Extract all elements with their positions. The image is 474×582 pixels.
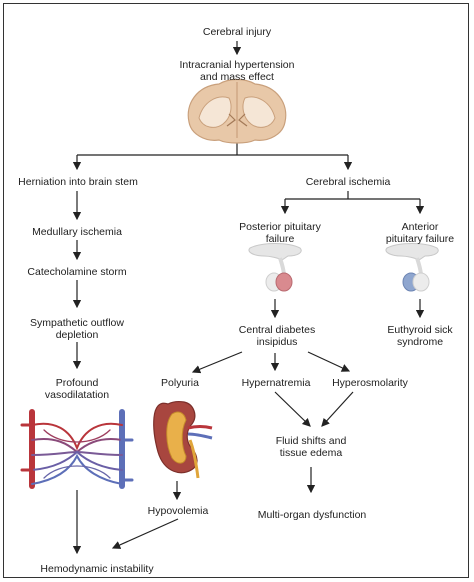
node-medullary-ischemia: Medullary ischemia — [32, 226, 122, 238]
node-hypernatremia: Hypernatremia — [241, 377, 311, 389]
node-catecholamine-storm: Catecholamine storm — [27, 266, 127, 278]
node-hyperosmolarity: Hyperosmolarity — [332, 377, 408, 389]
anterior-pituitary-icon — [385, 243, 439, 292]
node-profound-vasodilatation: Profound vasodilatation — [44, 377, 110, 401]
node-intracranial-hypertension: Intracranial hypertension and mass effec… — [179, 59, 295, 83]
diagram-border — [3, 3, 469, 578]
node-multi-organ: Multi-organ dysfunction — [257, 509, 367, 521]
arrow-di-to-polyuria — [191, 351, 243, 374]
node-fluid-shifts: Fluid shifts and tissue edema — [275, 435, 347, 459]
node-posterior-pituitary: Posterior pituitary failure — [239, 221, 321, 245]
node-anterior-pituitary: Anterior pituitary failure — [385, 221, 455, 245]
node-central-diabetes-insipidus: Central diabetes insipidus — [238, 324, 316, 348]
arrow-hypovolemia-to-hemodynamic — [111, 518, 179, 549]
node-polyuria: Polyuria — [161, 377, 199, 389]
brain-icon — [187, 78, 287, 144]
arrow-hyperosmolarity-to-fluid — [321, 391, 354, 427]
vessel-network-icon — [20, 409, 134, 489]
posterior-pituitary-icon — [248, 243, 302, 292]
node-hypovolemia: Hypovolemia — [147, 505, 209, 517]
node-hemodynamic-instability: Hemodynamic instability — [40, 563, 154, 575]
node-cerebral-injury: Cerebral injury — [202, 26, 272, 38]
node-cerebral-ischemia: Cerebral ischemia — [305, 176, 391, 188]
node-euthyroid-sick: Euthyroid sick syndrome — [387, 324, 453, 348]
arrow-di-to-hyperosmolarity — [307, 351, 351, 372]
node-sympathetic-outflow: Sympathetic outflow depletion — [30, 317, 124, 341]
arrow-hypernatremia-to-fluid — [274, 391, 311, 427]
kidney-icon — [153, 401, 213, 479]
node-herniation: Herniation into brain stem — [18, 176, 138, 188]
